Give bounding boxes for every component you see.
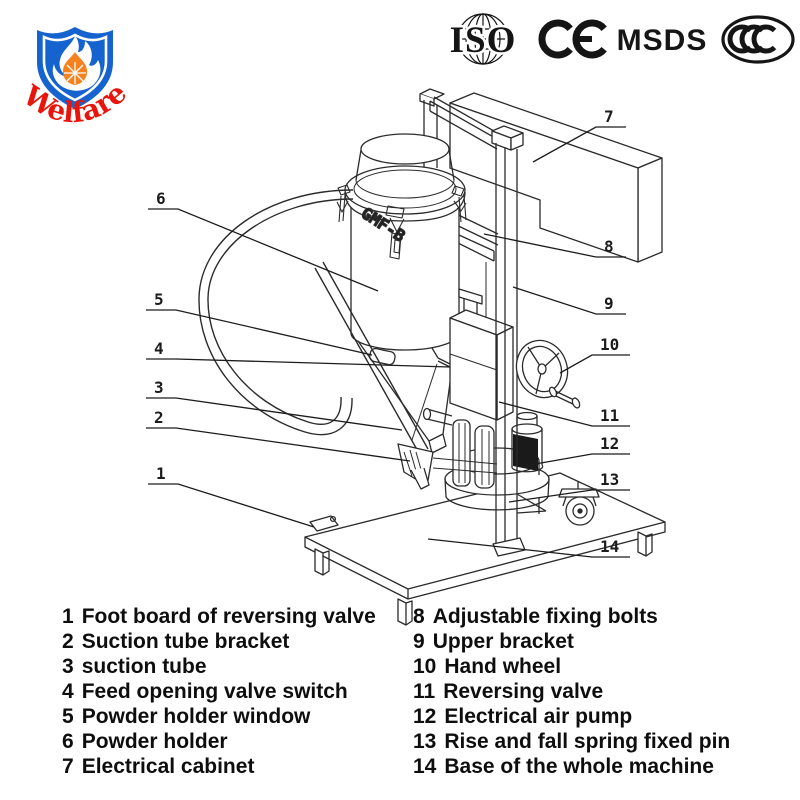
part-row-7: 7 Electrical cabinet [62,754,376,779]
callout-number-11: 11 [600,406,619,425]
upper-bracket-column-drawing [492,143,547,557]
part-number: 3 [62,655,74,678]
leader-2 [146,427,411,462]
part-name: Rise and fall spring fixed pin [444,730,731,753]
leader-12 [523,453,630,467]
part-row-13: 13 Rise and fall spring fixed pin [413,729,730,754]
part-number: 4 [62,680,74,703]
part-row-6: 6 Powder holder [62,729,376,754]
hand-wheel-drawing [515,339,581,409]
part-name: Electrical cabinet [81,755,255,778]
spring-fixed-pin-drawing [516,493,547,514]
part-number: 5 [62,705,74,728]
leader-6 [148,208,379,292]
part-number: 8 [413,605,425,628]
part-number: 14 [413,755,437,778]
part-name: Adjustable fixing bolts [432,605,658,628]
part-name: Electrical air pump [444,705,633,728]
part-row-2: 2 Suction tube bracket [62,629,376,654]
lid-clamps-drawing [336,184,467,260]
powder-holder-drawing [344,133,466,351]
callout-numbers: 1 2 3 4 5 6 7 8 9 10 11 12 13 14 [154,107,619,556]
part-row-11: 11 Reversing valve [413,679,730,704]
msds-text: MSDS [617,24,708,57]
part-row-1: 1 Foot board of reversing valve [62,604,376,629]
reversing-valve-drawing [422,288,514,426]
part-row-5: 5 Powder holder window [62,704,376,729]
part-name: Upper bracket [432,630,574,653]
hose-loop-drawing [198,189,354,436]
callout-number-1: 1 [156,464,166,483]
callout-leaders [146,126,630,558]
part-name: Powder holder [81,730,228,753]
tube-bracket-cup-drawing [397,443,498,490]
part-row-12: 12 Electrical air pump [413,704,730,729]
part-number: 7 [62,755,74,778]
part-name: Suction tube bracket [81,630,290,653]
leader-9 [512,286,626,315]
leader-7 [532,126,626,163]
part-number: 2 [62,630,74,653]
part-row-4: 4 Feed opening valve switch [62,679,376,704]
part-number: 13 [413,730,437,753]
part-number: 10 [413,655,437,678]
callout-number-9: 9 [604,294,614,313]
callout-number-10: 10 [600,335,619,354]
part-name: Foot board of reversing valve [81,605,376,628]
part-number: 1 [62,605,74,628]
callout-number-3: 3 [154,378,164,397]
leader-10 [559,354,630,374]
part-row-3: 3 suction tube [62,654,376,679]
part-name: Hand wheel [444,655,562,678]
machine-diagram: GMF-B [198,88,666,626]
leader-8 [483,233,626,258]
air-pump-drawing [511,411,544,473]
part-number: 12 [413,705,437,728]
parts-list-left-column: 1 Foot board of reversing valve 2 Suction … [62,604,376,779]
callout-number-8: 8 [604,237,614,256]
callout-number-6: 6 [156,189,166,208]
brand-logo: Welfare [16,27,133,129]
part-row-10: 10 Hand wheel [413,654,730,679]
ce-mark-icon [538,19,607,59]
leader-14 [427,538,630,558]
part-name: Powder holder window [81,705,311,728]
part-number: 11 [413,680,436,703]
iso-mark-icon: ISO [447,13,518,65]
callout-number-14: 14 [600,537,619,556]
leader-3 [146,397,403,431]
part-number: 6 [62,730,74,753]
leader-13 [508,489,630,503]
shield-flame-icon [37,27,113,109]
certification-marks: ISO MSDS [447,13,795,65]
part-name: suction tube [81,655,207,678]
callout-number-4: 4 [154,339,164,358]
frame-top-drawing [419,88,524,170]
part-name: Feed opening valve switch [81,680,348,703]
part-name: Reversing valve [443,680,604,703]
callout-number-13: 13 [600,470,619,489]
ccc-mark-icon [721,15,795,64]
callout-number-7: 7 [604,107,614,126]
leader-11 [498,401,630,427]
part-row-14: 14 Base of the whole machine [413,754,730,779]
foot-pedal-drawing [309,515,339,532]
part-name: Base of the whole machine [444,755,714,778]
cone-hopper-drawing [357,338,457,454]
iso-text: ISO [450,20,517,61]
callout-number-12: 12 [600,434,619,453]
leader-4 [146,358,451,368]
part-row-9: 9 Upper bracket [413,629,730,654]
leader-1 [148,483,315,528]
callout-number-2: 2 [154,408,164,427]
leader-5 [146,309,373,356]
part-row-8: 8 Adjustable fixing bolts [413,604,730,629]
suction-tube-drawing [314,261,438,456]
part-number: 9 [413,630,425,653]
callout-number-5: 5 [154,290,164,309]
